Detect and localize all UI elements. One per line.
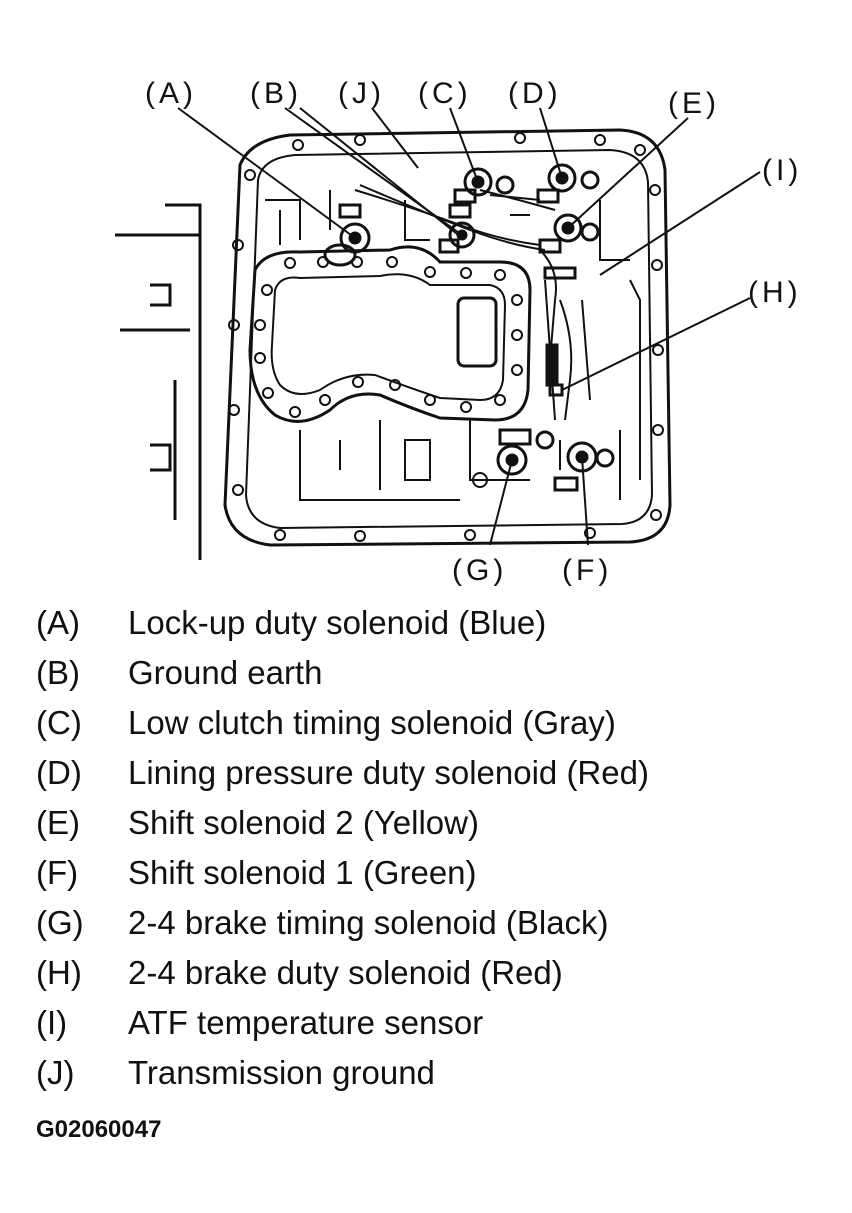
solenoid-a xyxy=(323,203,371,267)
legend-key: (E) xyxy=(36,804,80,841)
callout-j: (J) xyxy=(338,77,385,110)
legend-text: Lining pressure duty solenoid (Red) xyxy=(128,754,649,791)
legend-key: (F) xyxy=(36,854,79,891)
oil-pan-outline xyxy=(223,128,672,547)
legend-row-c: (C) Low clutch timing solenoid (Gray) xyxy=(36,698,836,748)
gasket-cover xyxy=(248,245,532,423)
valve-channels xyxy=(265,190,641,501)
callout-i: (I) xyxy=(762,154,802,187)
legend-text: 2-4 brake timing solenoid (Black) xyxy=(128,904,609,941)
legend-text: Lock-up duty solenoid (Blue) xyxy=(128,604,547,641)
figure-code: G02060047 xyxy=(36,1116,162,1143)
legend-row-e: (E) Shift solenoid 2 (Yellow) xyxy=(36,798,836,848)
solenoid-e xyxy=(538,213,600,254)
legend-row-b: (B) Ground earth xyxy=(36,648,836,698)
legend-key: (I) xyxy=(36,1004,68,1041)
callout-d: (D) xyxy=(508,77,562,110)
legend-row-h: (H) 2-4 brake duty solenoid (Red) xyxy=(36,948,836,998)
callout-b: (B) xyxy=(250,77,302,110)
callout-a: (A) xyxy=(145,77,197,110)
legend-text: Shift solenoid 1 (Green) xyxy=(128,854,477,891)
callout-e: (E) xyxy=(668,87,720,120)
callout-g: (G) xyxy=(452,554,507,587)
legend-text: 2-4 brake duty solenoid (Red) xyxy=(128,954,563,991)
legend-row-d: (D) Lining pressure duty solenoid (Red) xyxy=(36,748,836,798)
legend-row-i: (I) ATF temperature sensor xyxy=(36,998,836,1048)
callout-c: (C) xyxy=(418,77,472,110)
solenoid-f xyxy=(553,441,615,492)
wire-harness xyxy=(354,184,557,361)
legend-key: (D) xyxy=(36,754,82,791)
legend-row-j: (J) Transmission ground xyxy=(36,1048,836,1098)
legend: (A) Lock-up duty solenoid (Blue) (B) Groun… xyxy=(36,598,836,1098)
solenoid-c xyxy=(453,167,515,204)
legend-text: ATF temperature sensor xyxy=(128,1004,484,1041)
callout-f: (F) xyxy=(562,554,612,587)
legend-text: Transmission ground xyxy=(128,1054,435,1091)
legend-key: (B) xyxy=(36,654,80,691)
transmission-case xyxy=(115,203,202,560)
solenoid-h xyxy=(545,343,564,397)
legend-row-a: (A) Lock-up duty solenoid (Blue) xyxy=(36,598,836,648)
legend-key: (H) xyxy=(36,954,82,991)
leader-lines xyxy=(177,107,761,546)
legend-row-f: (F) Shift solenoid 1 (Green) xyxy=(36,848,836,898)
callout-h: (H) xyxy=(748,276,802,309)
legend-text: Low clutch timing solenoid (Gray) xyxy=(128,704,616,741)
legend-row-g: (G) 2-4 brake timing solenoid (Black) xyxy=(36,898,836,948)
solenoid-g xyxy=(496,428,555,476)
solenoid-d xyxy=(536,163,600,204)
sensor-i xyxy=(543,266,577,280)
valve-body-diagram: (A) (B) (J) (C) (D) (E) (I) (H) (G) (F) xyxy=(115,77,802,587)
legend-text: Shift solenoid 2 (Yellow) xyxy=(128,804,479,841)
legend-key: (J) xyxy=(36,1054,75,1091)
legend-key: (C) xyxy=(36,704,82,741)
legend-key: (A) xyxy=(36,604,80,641)
legend-key: (G) xyxy=(36,904,84,941)
oil-pan-inner xyxy=(244,148,654,530)
legend-text: Ground earth xyxy=(128,654,323,691)
pan-bolts xyxy=(228,132,664,542)
